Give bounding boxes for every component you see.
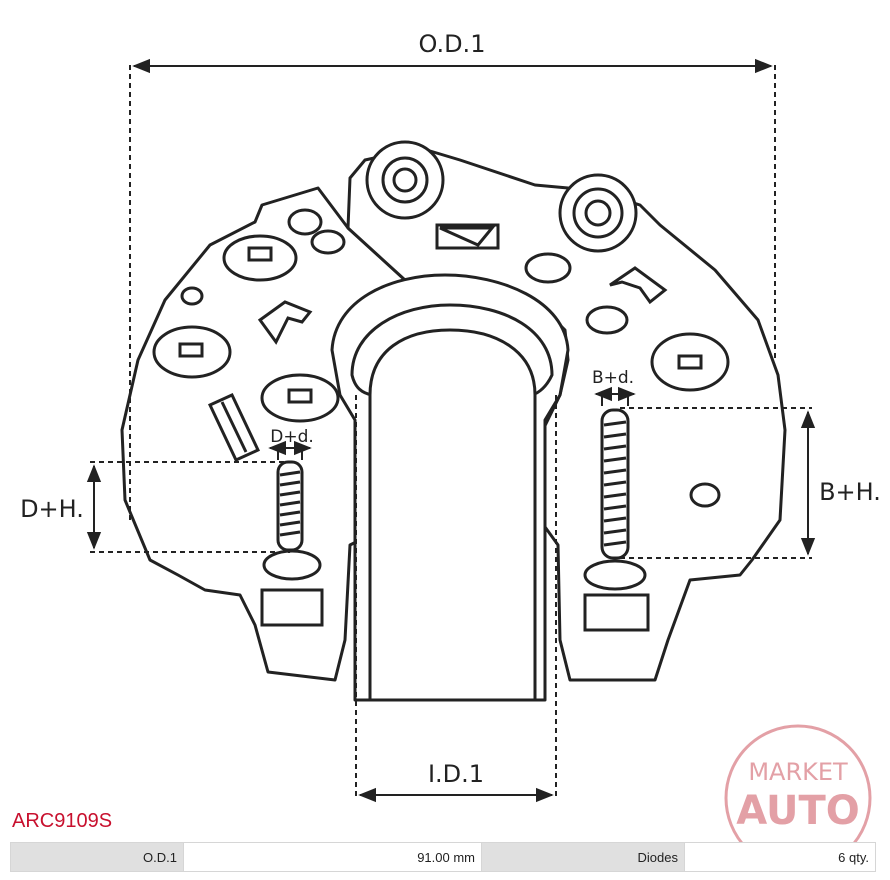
logo-line1: MARKET: [748, 758, 848, 786]
mounting-holes: [180, 140, 721, 508]
od1-label: O.D.1: [419, 30, 486, 58]
spec-label-od1: O.D.1: [10, 842, 184, 872]
part-code: ARC9109S: [12, 810, 113, 832]
spec-value-diodes: 6 qty.: [684, 842, 876, 872]
spec-row: O.D.1 91.00 mm Diodes 6 qty.: [10, 842, 876, 872]
logo-line2: AUTO: [736, 788, 860, 834]
hub-bore: [368, 328, 537, 702]
bolt-right: [583, 408, 650, 632]
dh-label: D+H.: [20, 495, 84, 523]
id1-label: I.D.1: [428, 760, 484, 788]
spec-label-diodes: Diodes: [481, 842, 685, 872]
market-auto-logo: MARKET AUTO: [724, 724, 872, 872]
bh-label: B+H.: [819, 478, 881, 506]
spec-table: O.D.1 91.00 mm Diodes 6 qty.: [10, 842, 876, 872]
spec-value-od1: 91.00 mm: [183, 842, 482, 872]
dimension-lines: [86, 58, 816, 803]
dd-label: D+d.: [270, 427, 314, 447]
plate-markings: [207, 223, 668, 462]
bd-label: B+d.: [592, 368, 634, 388]
diode-terminals: [152, 234, 730, 423]
